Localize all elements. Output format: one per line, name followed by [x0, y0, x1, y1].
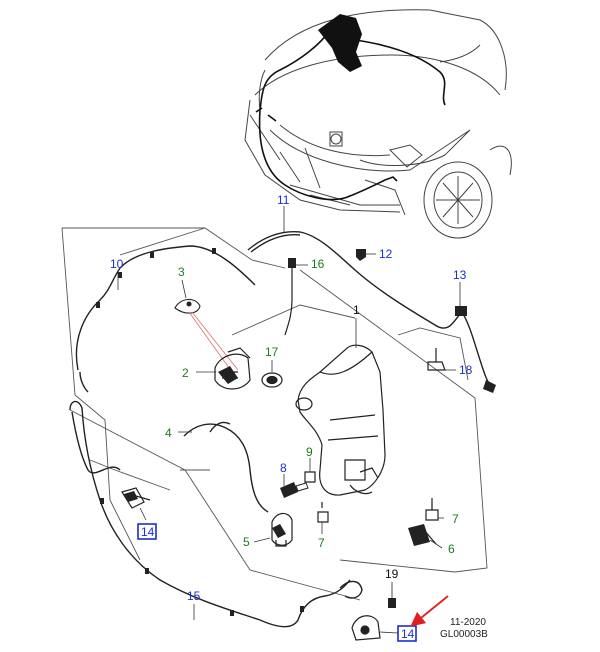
car-front-illustration	[244, 9, 512, 239]
reservoir-car-silhouette	[318, 14, 362, 72]
callout-18: 18	[459, 363, 473, 377]
washer-reservoir-1	[295, 344, 386, 496]
callout-1: 1	[353, 303, 360, 317]
callout-3: 3	[178, 265, 185, 279]
leader-lines	[117, 206, 461, 620]
callout-11: 11	[277, 193, 290, 207]
pump-5	[271, 512, 293, 547]
callout-7a: 7	[318, 536, 325, 550]
leader-3b	[191, 311, 239, 371]
highlight-arrow	[410, 595, 449, 627]
hose-15	[69, 400, 363, 628]
callout-19: 19	[385, 567, 399, 581]
hose-4	[183, 421, 269, 513]
connector-8	[280, 482, 309, 498]
fitting-7a	[317, 502, 329, 523]
grommet-17	[261, 372, 283, 388]
leader-14b	[379, 631, 399, 634]
jet-14-left-body	[124, 491, 138, 502]
jet-14-lower	[351, 615, 381, 641]
hose-15-clips	[100, 498, 304, 616]
callout-4: 4	[165, 426, 172, 440]
jet-6	[408, 524, 437, 546]
callout-5: 5	[243, 535, 250, 549]
callout-12: 12	[379, 247, 393, 261]
part-2-body	[218, 366, 238, 384]
callout-10: 10	[110, 257, 124, 271]
footer-code: GL00003B	[440, 629, 488, 640]
callout-6: 6	[448, 542, 455, 556]
callout-7b: 7	[452, 512, 459, 526]
connector-16	[288, 258, 296, 268]
jet-14-left	[121, 487, 151, 509]
bracket-3	[174, 298, 201, 314]
callout-9: 9	[306, 445, 313, 459]
callout-17: 17	[265, 345, 279, 359]
part-5-body	[272, 524, 286, 538]
hose-16	[284, 268, 293, 336]
leader-3	[188, 311, 233, 373]
fitting-7b	[425, 498, 439, 521]
fitting-9	[304, 471, 316, 483]
callout-14b-box	[397, 625, 417, 642]
clip-19	[388, 598, 396, 608]
callout-14a-box	[137, 523, 157, 540]
callout-8: 8	[280, 461, 287, 475]
callout-13: 13	[453, 268, 467, 282]
connector-13	[455, 306, 496, 393]
callout-16: 16	[311, 257, 325, 271]
callout-14b: 14	[401, 627, 415, 641]
connector-12	[356, 249, 366, 261]
callout-15: 15	[187, 589, 201, 603]
callout-2: 2	[182, 366, 189, 380]
hose-10-clips	[96, 248, 216, 308]
callout-14a: 14	[141, 525, 155, 539]
exploded-outline	[61, 227, 488, 601]
car-washer-hoses	[255, 29, 446, 201]
connector-18	[427, 348, 446, 371]
footer-date: 11-2020	[450, 617, 486, 628]
pump-2	[214, 347, 251, 390]
